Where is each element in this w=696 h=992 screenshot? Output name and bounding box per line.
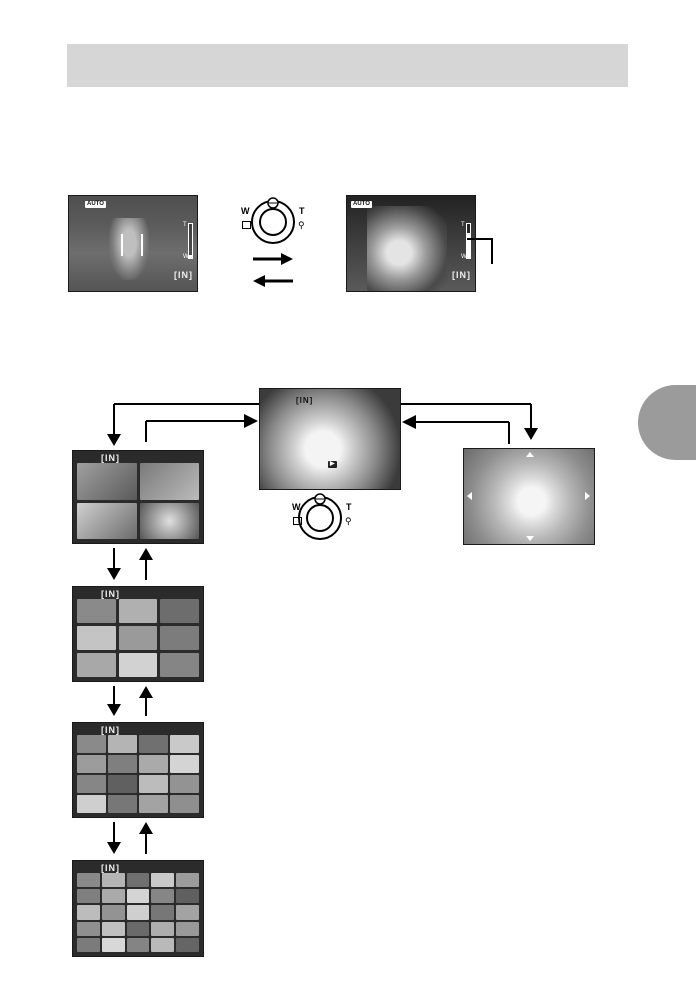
thumbnail[interactable] [170,755,199,773]
single-frame-view: [IN] ▶ [259,388,401,490]
index-view-4: [IN] [72,450,204,544]
thumbnail[interactable] [151,889,174,903]
scroll-down-icon [526,536,534,541]
index-view-9: [IN] [72,586,204,682]
memory-indicator: [IN] [101,863,120,873]
scroll-up-icon [526,452,534,457]
thumbnail[interactable] [119,626,158,650]
memory-indicator: [IN] [101,453,120,463]
memory-indicator: [IN] [101,589,120,599]
thumbnail[interactable] [77,735,106,753]
thumbnail[interactable] [127,905,150,919]
thumbnail[interactable] [170,795,199,813]
scroll-right-icon [585,492,590,500]
thumbnail[interactable] [176,905,199,919]
lever-t-label: T [346,502,352,512]
thumbnail[interactable] [151,905,174,919]
thumbnail[interactable] [77,922,100,936]
thumbnail[interactable] [77,463,137,500]
thumbnail[interactable] [77,873,100,887]
zoom-lever-playback: W T ⚲ [287,492,363,544]
thumbnail[interactable] [77,755,106,773]
thumbnail[interactable] [119,599,158,623]
thumbnail[interactable] [176,938,199,952]
thumbnail[interactable] [139,795,168,813]
thumbnail[interactable] [108,795,137,813]
thumbnail[interactable] [77,599,116,623]
thumbnail[interactable] [176,922,199,936]
thumbnail[interactable] [160,653,199,677]
memory-indicator: [IN] [296,396,313,405]
lever-w-label: W [292,502,301,512]
index-view-16: [IN] [72,722,204,818]
index-view-25: [IN] [72,860,204,957]
thumbnail[interactable] [176,873,199,887]
thumbnail[interactable] [77,905,100,919]
thumbnail[interactable] [102,938,125,952]
close-up-view [463,448,595,545]
thumbnail[interactable] [170,735,199,753]
thumbnail[interactable] [139,775,168,793]
scroll-left-icon [467,492,472,500]
thumbnail-grid [77,873,199,952]
thumbnail-grid [77,463,199,539]
thumbnail[interactable] [151,922,174,936]
index-icon [293,517,302,525]
thumbnail[interactable] [160,626,199,650]
thumbnail[interactable] [77,938,100,952]
thumbnail[interactable] [102,905,125,919]
thumbnail[interactable] [160,599,199,623]
thumbnail[interactable] [77,889,100,903]
thumbnail[interactable] [127,922,150,936]
thumbnail[interactable] [77,653,116,677]
thumbnail[interactable] [127,873,150,887]
thumbnail[interactable] [151,873,174,887]
thumbnail[interactable] [102,873,125,887]
thumbnail[interactable] [77,775,106,793]
thumbnail[interactable] [176,889,199,903]
thumbnail[interactable] [140,503,200,540]
thumbnail[interactable] [139,735,168,753]
thumbnail[interactable] [77,626,116,650]
playback-badge: ▶ [328,461,337,468]
thumbnail[interactable] [102,889,125,903]
memory-indicator: [IN] [101,725,120,735]
thumbnail[interactable] [127,889,150,903]
thumbnail[interactable] [119,653,158,677]
thumbnail[interactable] [102,922,125,936]
thumbnail[interactable] [108,755,137,773]
thumbnail[interactable] [139,755,168,773]
magnify-icon: ⚲ [345,516,352,527]
thumbnail[interactable] [127,938,150,952]
thumbnail[interactable] [108,735,137,753]
thumbnail[interactable] [151,938,174,952]
thumbnail[interactable] [170,775,199,793]
thumbnail[interactable] [140,463,200,500]
thumbnail[interactable] [77,503,137,540]
thumbnail-grid [77,599,199,677]
thumbnail-grid [77,735,199,813]
thumbnail[interactable] [108,775,137,793]
thumbnail[interactable] [77,795,106,813]
